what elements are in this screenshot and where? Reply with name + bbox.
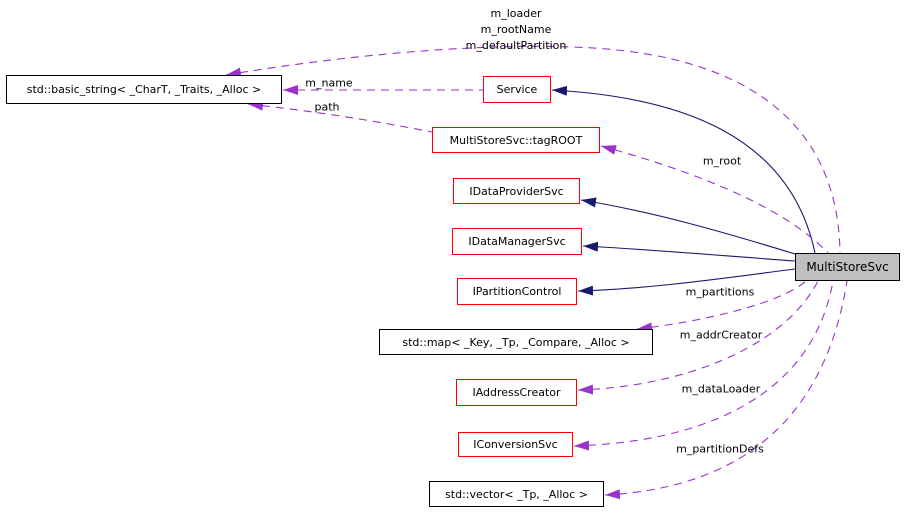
edge-member-m-addrcreator	[577, 280, 819, 395]
edge-label-string-members: m_loader m_rootName m_defaultPartition	[466, 6, 567, 54]
edge-inherits-service	[551, 85, 816, 254]
edge-label-line-m-rootname: m_rootName	[480, 23, 552, 36]
edge-member-m-partitions	[636, 280, 807, 333]
edge-label-m-addrcreator: m_addrCreator	[679, 328, 763, 342]
edge-member-loader-rootname-defaultpartition	[225, 45, 841, 254]
node-idatamanagersvc[interactable]: IDataManagerSvc	[452, 228, 582, 255]
edge-inherits-idataprovidersvc	[580, 197, 796, 255]
node-multistoresvc: MultiStoreSvc	[795, 253, 900, 281]
node-std-map: std::map< _Key, _Tp, _Compare, _Alloc >	[379, 329, 653, 355]
node-service[interactable]: Service	[483, 76, 551, 103]
edge-label-line-m-defaultpartition: m_defaultPartition	[465, 39, 567, 52]
node-std-vector: std::vector< _Tp, _Alloc >	[429, 481, 604, 507]
edge-inherits-ipartitioncontrol	[577, 268, 796, 296]
edge-member-m-partitiondefs	[604, 280, 848, 500]
node-ipartitioncontrol[interactable]: IPartitionControl	[457, 278, 577, 305]
edge-inherits-idatamanagersvc	[582, 241, 796, 262]
node-iaddresscreator[interactable]: IAddressCreator	[456, 379, 577, 406]
edge-label-m-root: m_root	[702, 154, 742, 168]
edge-label-line-m-loader: m_loader	[490, 7, 542, 20]
edge-label-m-partitiondefs: m_partitionDefs	[676, 442, 764, 456]
node-multistoresvc-tagroot[interactable]: MultiStoreSvc::tagROOT	[432, 127, 600, 153]
edge-member-path	[247, 100, 433, 133]
node-iconversionsvc[interactable]: IConversionSvc	[458, 432, 573, 457]
edge-label-path: path	[314, 100, 340, 114]
edge-label-m-partitions: m_partitions	[685, 285, 755, 299]
node-idataprovidersvc[interactable]: IDataProviderSvc	[453, 178, 580, 204]
edge-label-m-name: m_name	[305, 76, 353, 90]
edge-member-m-dataloader	[573, 280, 834, 451]
edge-label-m-dataloader: m_dataLoader	[681, 382, 761, 396]
edge-member-m-root	[600, 145, 829, 254]
node-std-basic-string: std::basic_string< _CharT, _Traits, _All…	[6, 75, 282, 104]
